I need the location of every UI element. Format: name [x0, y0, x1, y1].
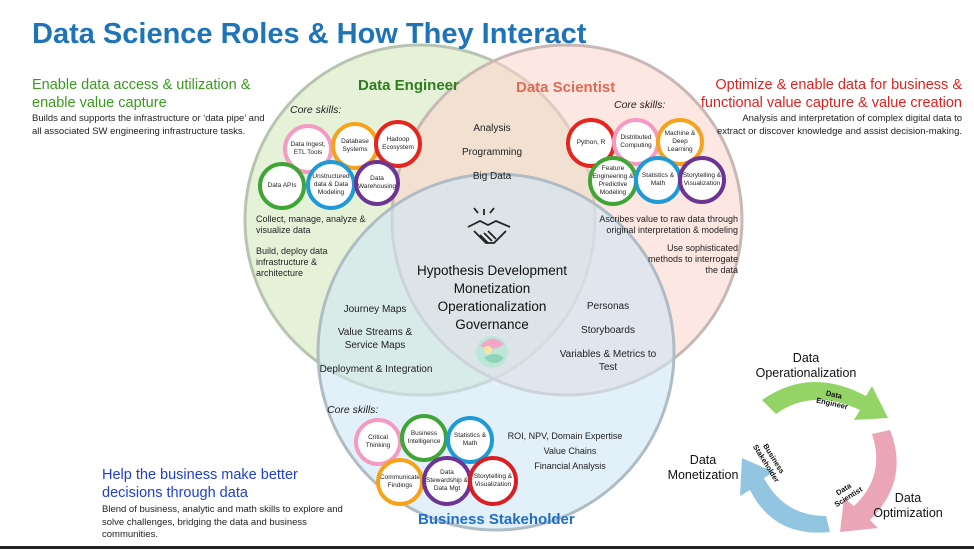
scientist-title: Data Scientist: [516, 79, 616, 96]
engineer-section-title: Enable data access & utilization & enabl…: [32, 77, 251, 111]
engineer-cycle-arrow: [762, 381, 888, 420]
data-blob-icon: [476, 336, 508, 368]
page-title: Data Science Roles & How They Interact: [32, 18, 587, 50]
engineer-point-1: Collect, manage, analyze & visualize dat…: [256, 214, 366, 235]
stakeholder-point-2: Value Chains: [543, 446, 597, 456]
skill-data-stewardship: Data Stewardship & Data Mgt: [422, 456, 472, 506]
stakeholder-section-title: Help the business make better decisions …: [102, 467, 298, 501]
cycle-diagram: [740, 381, 897, 533]
cycle-operationalization: Data Operationalization: [755, 351, 857, 380]
stakeholder-title: Business Stakeholder: [418, 511, 575, 528]
skill-data-apis: Data APIs: [258, 162, 306, 210]
center-hypothesis: Hypothesis Development: [416, 263, 568, 278]
overlap-storyboards: Storyboards: [581, 325, 635, 336]
skill-unstructured-data: Unstructured data & Data Modeling: [306, 160, 356, 210]
scientist-point-2: Use sophisticated methods to interrogate…: [647, 243, 738, 275]
overlap-deployment: Deployment & Integration: [319, 364, 433, 375]
center-monetization: Monetization: [453, 281, 531, 296]
skill-data-warehousing: Data Warehousing: [354, 160, 400, 206]
stakeholder-point-1: ROI, NPV, Domain Expertise: [507, 431, 623, 441]
overlap-variables-metrics: Variables & Metrics to Test: [559, 349, 657, 373]
scientist-section-body: Analysis and interpretation of complex d…: [716, 113, 962, 137]
scientist-core-label: Core skills:: [614, 99, 666, 111]
overlap-analysis: Analysis: [473, 123, 511, 134]
skill-communicate-findings: Communicate Findings: [376, 458, 424, 506]
cycle-monetization: Data Monetization: [667, 453, 739, 482]
scientist-point-1: Ascribes value to raw data through origi…: [599, 214, 738, 235]
cycle-optimization: Data Optimization: [873, 491, 943, 520]
center-operationalization: Operationalization: [437, 299, 547, 314]
stakeholder-section-body: Blend of business, analytic and math ski…: [102, 504, 343, 540]
scientist-cycle-arrow: [840, 430, 897, 532]
handshake-icon: [467, 207, 511, 244]
stakeholder-point-3: Financial Analysis: [534, 461, 606, 471]
stakeholder-cycle-arrow: [740, 458, 830, 533]
scientist-section-title: Optimize & enable data for business & fu…: [700, 77, 962, 111]
skill-storytelling: Storytelling & Visualization: [678, 156, 726, 204]
stakeholder-core-label: Core skills:: [327, 404, 379, 416]
overlap-journey-maps: Journey Maps: [343, 304, 407, 315]
overlap-value-streams: Value Streams & Service Maps: [337, 327, 413, 351]
skill-biz-storytelling: Storytelling & Visualization: [468, 456, 518, 506]
skill-statistics-math: Statistics & Math: [634, 156, 682, 204]
engineer-title: Data Engineer: [358, 77, 459, 94]
engineer-section-body: Builds and supports the infrastructure o…: [32, 113, 265, 137]
overlap-programming: Programming: [461, 147, 523, 158]
engineer-core-label: Core skills:: [290, 104, 342, 116]
skill-business-intelligence: Business Intelligence: [400, 414, 448, 462]
bottom-divider: [0, 546, 974, 549]
center-governance: Governance: [455, 317, 529, 332]
skill-feature-engineering: Feature Engineering & Predictive Modelin…: [588, 156, 638, 206]
overlap-big-data: Big Data: [472, 171, 512, 182]
engineer-point-2: Build, deploy data infrastructure & arch…: [256, 246, 328, 278]
overlap-personas: Personas: [586, 301, 630, 312]
